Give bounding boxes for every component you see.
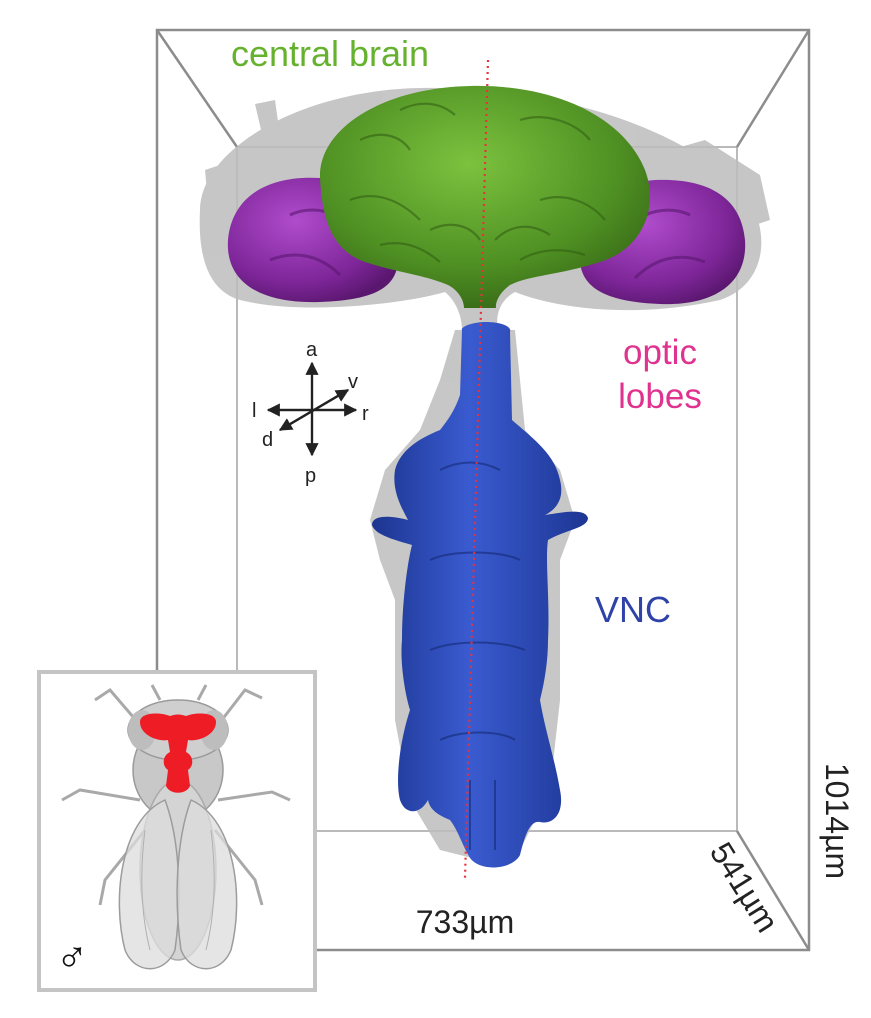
depth-dimension-label: 541µm [703,836,786,939]
central-brain [319,85,650,308]
vnc-label: VNC [595,589,671,630]
central-brain-label: central brain [231,33,429,74]
axis-right-label: r [362,403,369,425]
male-symbol: ♂ [56,933,89,982]
fly-wing-right [176,798,238,970]
ventral-nerve-cord [372,322,588,868]
width-dimension-label: 733µm [416,904,514,940]
optic-lobes-label-line1: optic [623,333,697,372]
height-dimension-label: 1014µm [819,763,855,879]
fly-brain-highlight [140,713,216,793]
axis-left-label: l [252,400,256,422]
axis-dorsal-label: d [262,429,273,451]
axis-anterior-label: a [306,339,318,361]
axis-ventral-label: v [348,371,358,393]
fly-inset: ♂ [37,670,317,992]
midline [463,59,490,879]
orientation-axes [266,361,358,457]
axis-posterior-label: p [305,465,316,487]
optic-lobes-label-line2: lobes [618,377,702,416]
